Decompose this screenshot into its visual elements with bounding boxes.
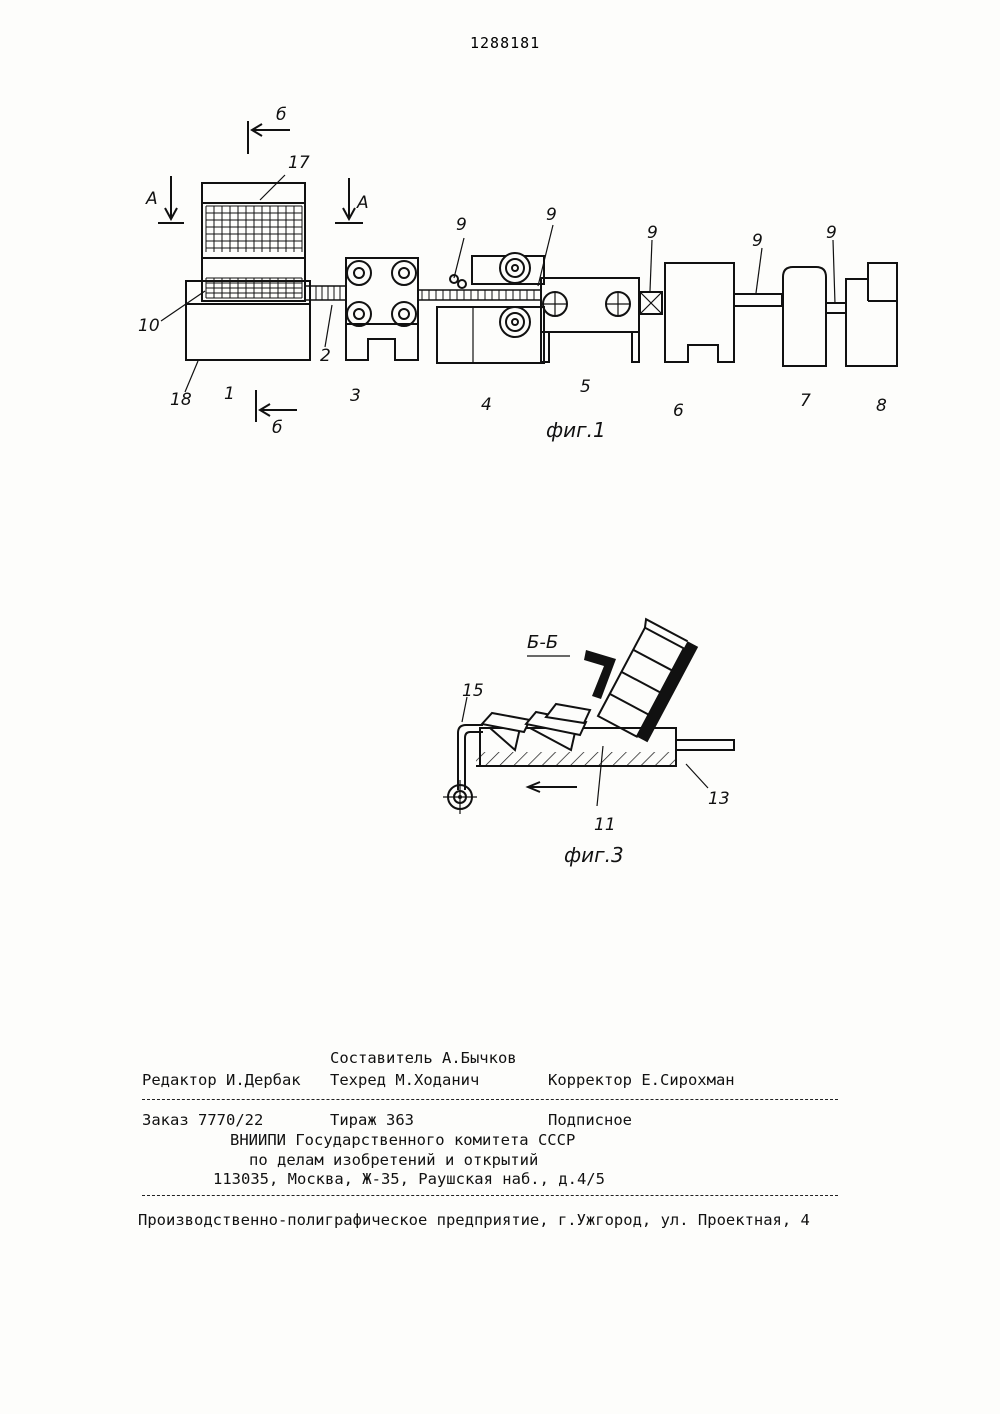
editor-line: Редактор И.Дербак bbox=[142, 1071, 301, 1089]
printer-line: Производственно-полиграфическое предприя… bbox=[138, 1211, 810, 1229]
base-plate-13 bbox=[476, 752, 676, 767]
unit-4 bbox=[436, 252, 545, 364]
tiles-on-carriage bbox=[480, 702, 592, 737]
unit-3 bbox=[345, 257, 419, 361]
figure-3-caption: фиг.3 bbox=[564, 843, 624, 867]
unit-7 bbox=[782, 266, 847, 367]
section-b-bottom-label: б bbox=[272, 418, 282, 438]
section-a-right-label: А bbox=[356, 193, 369, 213]
label-6: 6 bbox=[673, 401, 684, 421]
label-3: 3 bbox=[350, 386, 361, 406]
figure-1-caption: фиг.1 bbox=[546, 418, 606, 442]
section-a-left-label: А bbox=[145, 189, 158, 209]
inclined-magazine bbox=[596, 617, 699, 743]
lever-15 bbox=[443, 696, 483, 814]
label-13: 13 bbox=[708, 789, 730, 809]
stop-bracket bbox=[584, 650, 616, 699]
label-9e: 9 bbox=[826, 223, 837, 243]
organization-line-1: ВНИИПИ Государственного комитета СССР bbox=[230, 1131, 576, 1149]
label-1: 1 bbox=[224, 384, 235, 404]
carriage-11 bbox=[479, 727, 735, 767]
label-7: 7 bbox=[800, 391, 811, 411]
subscription-line: Подписное bbox=[548, 1111, 632, 1129]
unit-8 bbox=[845, 262, 898, 367]
unit-5 bbox=[540, 277, 663, 363]
print-run-line: Тираж 363 bbox=[330, 1111, 414, 1129]
leader-lines bbox=[160, 174, 836, 393]
motion-arrow bbox=[525, 781, 577, 793]
label-5: 5 bbox=[580, 377, 591, 397]
label-9b: 9 bbox=[546, 205, 557, 225]
label-2: 2 bbox=[320, 346, 331, 366]
composer-line: Составитель А.Бычков bbox=[330, 1049, 517, 1067]
figure-3-drawing: Б-Б bbox=[443, 617, 735, 867]
address-line: 113035, Москва, Ж-35, Раушская наб., д.4… bbox=[213, 1170, 605, 1188]
conveyor-2 bbox=[186, 280, 541, 301]
label-9d: 9 bbox=[752, 231, 763, 251]
label-18: 18 bbox=[170, 390, 192, 410]
section-a-left-marker: А bbox=[145, 176, 184, 224]
organization-line-2: по делам изобретений и открытий bbox=[249, 1151, 539, 1169]
label-10: 10 bbox=[138, 316, 160, 336]
label-8: 8 bbox=[876, 396, 887, 416]
section-a-right-marker: А bbox=[335, 178, 369, 224]
section-b-top-marker: б bbox=[247, 105, 290, 154]
magazine-grid bbox=[205, 205, 303, 252]
feeder-grid-10 bbox=[205, 277, 303, 299]
techred-line: Техред М.Ходанич bbox=[330, 1071, 480, 1089]
label-4: 4 bbox=[481, 395, 492, 415]
patent-number: 1288181 bbox=[470, 34, 541, 52]
section-b-bottom-marker: б bbox=[255, 390, 297, 438]
section-b-b-title: Б-Б bbox=[527, 632, 558, 653]
label-9a: 9 bbox=[456, 215, 467, 235]
colophon-divider-2 bbox=[142, 1195, 838, 1196]
unit-1-base bbox=[185, 280, 311, 361]
corrector-line: Корректор Е.Сирохман bbox=[548, 1071, 735, 1089]
colophon-divider-1 bbox=[142, 1099, 838, 1100]
magazine-17 bbox=[201, 182, 306, 302]
order-line: Заказ 7770/22 bbox=[142, 1111, 264, 1129]
unit-6 bbox=[664, 262, 783, 363]
label-11: 11 bbox=[594, 815, 616, 835]
label-17: 17 bbox=[288, 153, 310, 173]
figure-1-drawing: б б А А bbox=[138, 105, 898, 442]
label-15: 15 bbox=[462, 681, 484, 701]
section-b-top-label: б bbox=[276, 105, 286, 125]
label-9c: 9 bbox=[647, 223, 658, 243]
